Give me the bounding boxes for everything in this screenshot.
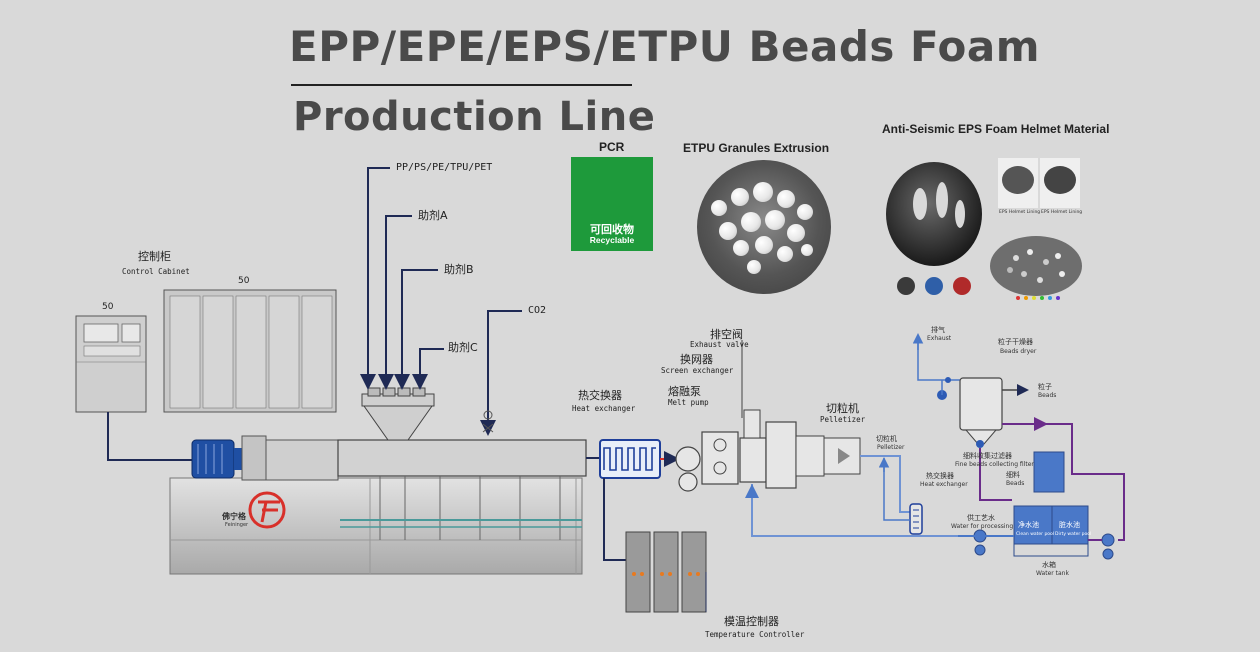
control-cabinet-en: Control Cabinet	[122, 267, 190, 276]
ws-pelletizer-zh: 切粒机	[876, 435, 897, 443]
beads-out-en: Beads	[1038, 392, 1057, 399]
extruder-barrel	[337, 439, 587, 477]
barrel-supports	[379, 476, 561, 540]
melt-pump-zh: 熔融泵	[668, 385, 701, 398]
co2-valve-icon	[482, 410, 494, 433]
control-cabinet-large	[163, 289, 337, 413]
process-water-en: Water for processing	[951, 523, 1014, 530]
co2-label: CO2	[528, 305, 547, 316]
ws-pelletizer-en: Pelletizer	[877, 444, 905, 451]
water-tank-zh: 水箱	[1042, 561, 1056, 569]
dirty-water-loop	[979, 423, 1125, 541]
control-cabinet-zh: 控制柜	[138, 250, 171, 263]
helmet-tag-2: EPS Helmet Lining	[1041, 210, 1083, 215]
etpu-heading: ETPU Granules Extrusion	[683, 141, 830, 155]
pelletizer-water-feed	[878, 457, 910, 521]
feed-materials-label: PP/PS/PE/TPU/PET	[396, 162, 493, 173]
fine-filter-en: Fine beads collecting filter	[955, 461, 1034, 468]
exhaust-valve	[739, 340, 767, 483]
pelletizer-zh: 切粒机	[826, 402, 859, 415]
beads-dryer-zh: 粒子干燥器	[998, 338, 1033, 346]
cabinet-cable	[107, 412, 192, 461]
exhaust-valve-en: Exhaust valve	[690, 340, 749, 349]
foam-granules-photo	[990, 236, 1082, 296]
brand-zh: 佛宁格	[222, 512, 246, 521]
clean-pool-zh: 净水池	[1018, 521, 1039, 529]
clean-pool-en: Clean water pool	[1016, 532, 1055, 537]
process-water-loop	[751, 455, 958, 537]
pelletizer-en: Pelletizer	[820, 415, 866, 424]
additive-c-label: 助剂C	[448, 341, 478, 354]
feed-lines	[360, 167, 522, 436]
fines-en: Beads	[1006, 480, 1025, 487]
control-cabinet-small	[75, 315, 147, 413]
helmet-photo	[886, 162, 982, 295]
drive-housing	[265, 439, 339, 481]
pcr-en: Recyclable	[589, 235, 635, 245]
heat-exchanger	[599, 439, 661, 479]
pelletizer	[765, 421, 861, 489]
brand-en: Feininger	[225, 522, 249, 528]
pcr-badge: 可回收物 Recyclable	[571, 157, 653, 251]
etpu-granules-photo	[697, 160, 831, 294]
cabinet-small-number: 50	[102, 302, 114, 312]
beads-dryer	[959, 377, 1029, 448]
water-tank-en: Water tank	[1036, 570, 1069, 577]
helmet-tag-1: EPS Helmet Lining	[999, 210, 1041, 215]
screen-exchanger	[701, 431, 739, 485]
temp-controller-zh: 模温控制器	[724, 615, 779, 628]
exhaust-en: Exhaust	[927, 335, 952, 342]
screen-exchanger-zh: 换网器	[680, 353, 713, 366]
helmet-heading: Anti-Seismic EPS Foam Helmet Material	[882, 122, 1110, 136]
exhaust-valve-zh: 排空阀	[710, 328, 743, 341]
page-subtitle: Production Line	[293, 94, 656, 140]
pump-icon	[958, 529, 1115, 560]
helmet-lining-photos	[998, 158, 1080, 208]
color-dots	[1016, 296, 1060, 300]
brand-logo-icon	[248, 491, 286, 529]
fine-beads-filter	[1033, 451, 1065, 493]
gearbox	[241, 435, 267, 481]
heat-exchanger-en: Heat exchanger	[572, 404, 636, 413]
cabinet-large-number: 50	[238, 276, 250, 286]
heat-exchanger-zh: 热交换器	[578, 389, 622, 402]
melt-pump-icon	[675, 446, 701, 492]
beads-out-zh: 粒子	[1038, 383, 1052, 391]
screen-exchanger-en: Screen exchanger	[661, 366, 734, 375]
temperature-controller	[625, 531, 707, 613]
dirty-pool-zh: 脏水池	[1059, 521, 1080, 529]
exhaust-zh: 排气	[931, 326, 945, 334]
ws-hx-en: Heat exchanger	[920, 481, 968, 488]
additive-b-label: 助剂B	[444, 263, 474, 276]
fines-zh: 细料	[1006, 471, 1020, 479]
pcr-label: PCR	[599, 140, 625, 154]
hopper	[361, 387, 435, 441]
extruder-base	[169, 477, 583, 575]
page-title: EPP/EPE/EPS/ETPU Beads Foam	[289, 22, 1040, 71]
ws-hx-zh: 热交换器	[926, 472, 954, 480]
melt-pump-en: Melt pump	[668, 398, 709, 407]
additive-a-label: 助剂A	[418, 209, 448, 222]
process-water-zh: 供工艺水	[967, 514, 995, 522]
water-tank	[1013, 505, 1089, 557]
beads-dryer-en: Beads dryer	[1000, 348, 1037, 355]
pcr-zh: 可回收物	[590, 223, 634, 236]
process-heat-exchanger	[909, 503, 923, 535]
motor-icon	[191, 439, 242, 479]
exhaust-line	[912, 333, 960, 400]
temp-controller-en: Temperature Controller	[705, 630, 805, 639]
dirty-pool-en: Dirty water pool	[1055, 532, 1092, 537]
fine-filter-zh: 细料收集过滤器	[963, 452, 1012, 460]
